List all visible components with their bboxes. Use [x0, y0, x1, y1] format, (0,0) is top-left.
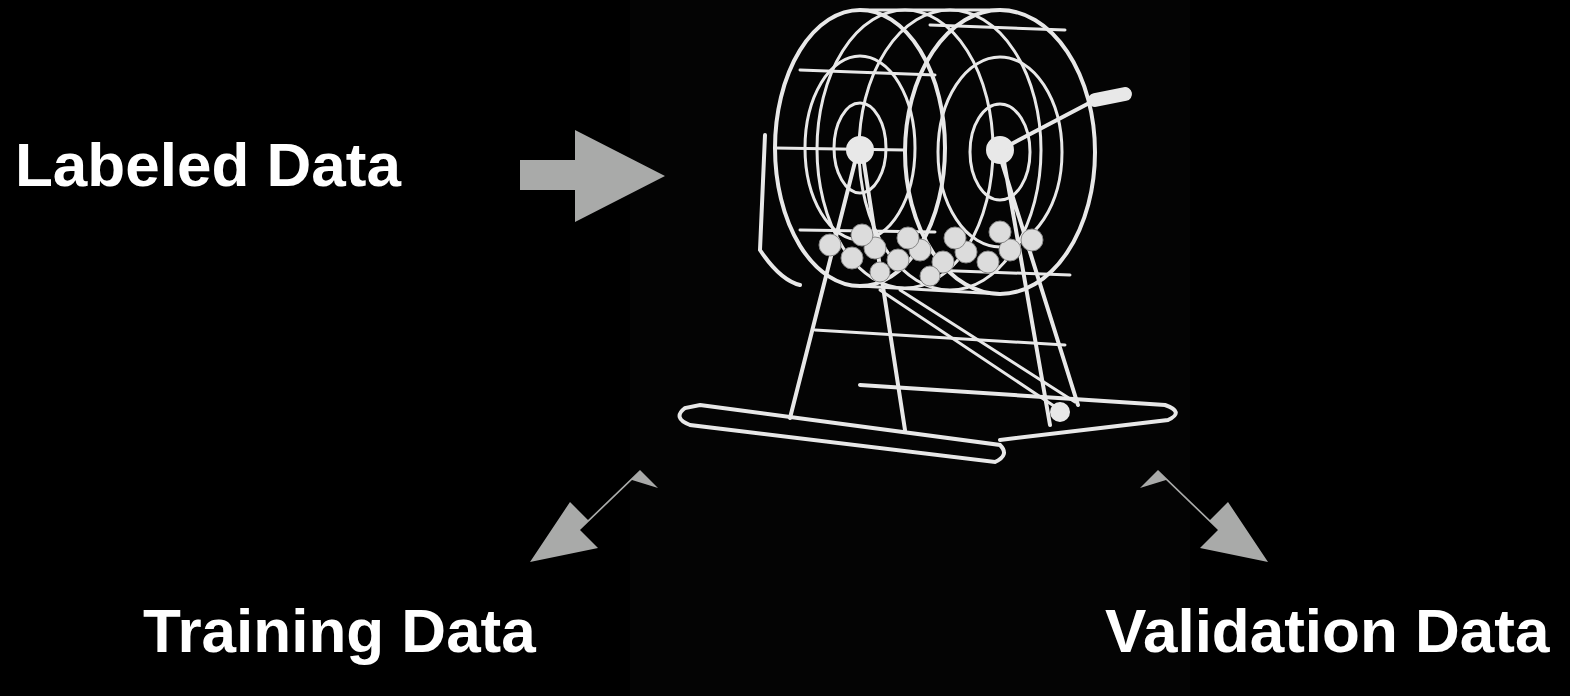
chute	[880, 290, 1075, 410]
ball	[920, 266, 940, 286]
label-text: Labeled Data	[15, 134, 401, 196]
ball	[897, 227, 919, 249]
drum-door	[760, 135, 800, 285]
drum-rod	[775, 10, 1070, 294]
brace	[815, 330, 1065, 345]
label-text: Validation Data	[1105, 600, 1549, 662]
base	[860, 385, 1176, 440]
arrow	[530, 470, 658, 562]
balls	[819, 221, 1043, 286]
bingo-cage	[680, 10, 1176, 462]
ball	[944, 227, 966, 249]
base	[680, 405, 1004, 462]
label-text: Training Data	[143, 600, 536, 662]
ball	[851, 224, 873, 246]
handle	[1095, 94, 1125, 100]
arrow	[520, 130, 665, 222]
hub	[848, 138, 872, 162]
ball	[1052, 404, 1068, 420]
ball	[870, 262, 890, 282]
crank	[1000, 100, 1095, 150]
ball	[841, 247, 863, 269]
ball	[887, 249, 909, 271]
ball	[819, 234, 841, 256]
drum-ring	[905, 10, 1095, 294]
ball	[1021, 229, 1043, 251]
arrow	[1140, 470, 1268, 562]
ball	[977, 251, 999, 273]
photo-ground	[630, 0, 1190, 696]
ball	[989, 221, 1011, 243]
